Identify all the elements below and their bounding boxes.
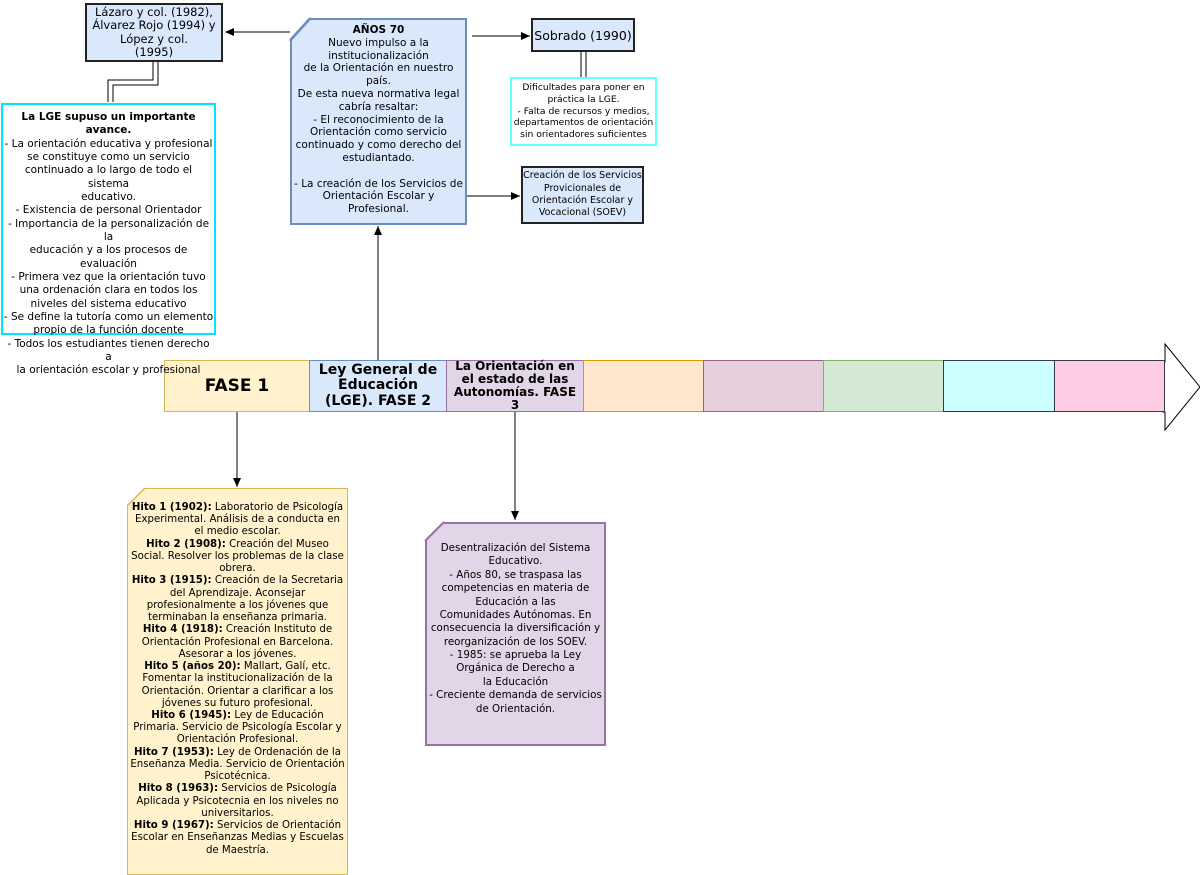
timeline-segment-cyan xyxy=(943,360,1055,412)
hito-label: Hito 4 (1918): xyxy=(142,624,223,636)
hito-text: Mallart, Galí, etc. Fomentar la instituc… xyxy=(141,661,334,709)
hito-text: Creación Instituto de Orientación Profes… xyxy=(141,624,334,660)
hito-item: Hito 3 (1915): Creación de la Secretaria… xyxy=(130,575,345,624)
fase2-label: Ley General de Educación (LGE). FASE 2 xyxy=(318,361,438,409)
hito-label: Hito 6 (1945): xyxy=(151,709,232,721)
hito-label: Hito 3 (1915): xyxy=(131,575,212,587)
soev-text: Creación de los Servicios Provicionales … xyxy=(523,170,642,219)
timeline-fase2: Ley General de Educación (LGE). FASE 2 xyxy=(309,360,447,412)
lge-avance-box: La LGE supuso un importante avance. - La… xyxy=(1,103,216,376)
hito-text: Servicios de Orientación Escolar en Ense… xyxy=(131,820,344,856)
hito-item: Hito 7 (1953): Ley de Ordenación de la E… xyxy=(130,747,345,784)
timeline-fase3: La Orientación en el estado de las Auton… xyxy=(446,358,584,413)
dificultades-text: Dificultades para poner en práctica la L… xyxy=(513,81,654,141)
hito-item: Hito 2 (1908): Creación del Museo Social… xyxy=(130,539,345,576)
hito-label: Hito 5 (años 20): xyxy=(144,661,241,673)
hito-text: Ley de Ordenación de la Enseñanza Media.… xyxy=(130,746,345,783)
lazaro-text: Lázaro y col. (1982), Álvarez Rojo (1994… xyxy=(92,5,216,59)
hito-text: Laboratorio de Psicología Experimental. … xyxy=(135,502,344,538)
soev-box: Creación de los Servicios Provicionales … xyxy=(521,166,644,224)
hito-text: Servicios de Psicología Aplicada y Psico… xyxy=(136,783,339,819)
hito-item: Hito 1 (1902): Laboratorio de Psicología… xyxy=(130,502,345,539)
hito-text: Creación de la Secretaria del Aprendizaj… xyxy=(146,575,344,624)
sobrado-box: Sobrado (1990) xyxy=(531,18,635,52)
hito-label: Hito 8 (1963): xyxy=(138,783,219,795)
dificultades-box: Dificultades para poner en práctica la L… xyxy=(510,77,657,146)
timeline-segment-orange xyxy=(583,360,704,412)
timeline-segment-mauve xyxy=(703,360,824,412)
hito-label: Hito 2 (1908): xyxy=(146,538,226,550)
hito-text: Ley de Educación Primaria. Servicio de P… xyxy=(133,709,342,746)
link-lazaro-lge xyxy=(107,62,154,102)
timeline-segment-green xyxy=(823,360,944,412)
anos70-title: AÑOS 70 xyxy=(352,24,405,36)
hito-label: Hito 9 (1967): xyxy=(133,820,214,832)
lge-title: La LGE supuso un importante avance. xyxy=(21,111,196,137)
hito-text: Creación del Museo Social. Resolver los … xyxy=(131,538,344,575)
hito-item: Hito 4 (1918): Creación Instituto de Ori… xyxy=(130,624,345,661)
timeline-segment-pink xyxy=(1054,360,1165,412)
autonomias-text: Desentralización del Sistema Educativo. … xyxy=(429,542,602,715)
fase1-label: FASE 1 xyxy=(204,375,270,396)
hito-label: Hito 1 (1902): xyxy=(131,502,212,513)
hitos-list: Hito 1 (1902): Laboratorio de Psicología… xyxy=(130,502,345,857)
lge-body: - La orientación educativa y profesional… xyxy=(3,137,214,377)
hito-item: Hito 8 (1963): Servicios de Psicología A… xyxy=(130,783,345,820)
timeline-arrow-head xyxy=(1164,346,1200,428)
anos70-body: Nuevo impulso a la institucionalización … xyxy=(294,36,463,254)
autonomias-box: Desentralización del Sistema Educativo. … xyxy=(425,522,606,746)
hito-item: Hito 9 (1967): Servicios de Orientación … xyxy=(130,820,345,857)
anos70-box: AÑOS 70 Nuevo impulso a la institucional… xyxy=(290,18,467,225)
sobrado-text: Sobrado (1990) xyxy=(534,27,632,43)
timeline-fase1: FASE 1 xyxy=(164,360,310,412)
hito-item: Hito 5 (años 20): Mallart, Galí, etc. Fo… xyxy=(130,661,345,710)
hito-label: Hito 7 (1953): xyxy=(134,746,214,758)
lazaro-reference-box: Lázaro y col. (1982), Álvarez Rojo (1994… xyxy=(85,3,223,62)
timeline-arrowhead xyxy=(1162,342,1200,432)
fase3-label: La Orientación en el estado de las Auton… xyxy=(453,358,577,413)
hitos-box: Hito 1 (1902): Laboratorio de Psicología… xyxy=(127,488,348,875)
hito-item: Hito 6 (1945): Ley de Educación Primaria… xyxy=(130,710,345,747)
